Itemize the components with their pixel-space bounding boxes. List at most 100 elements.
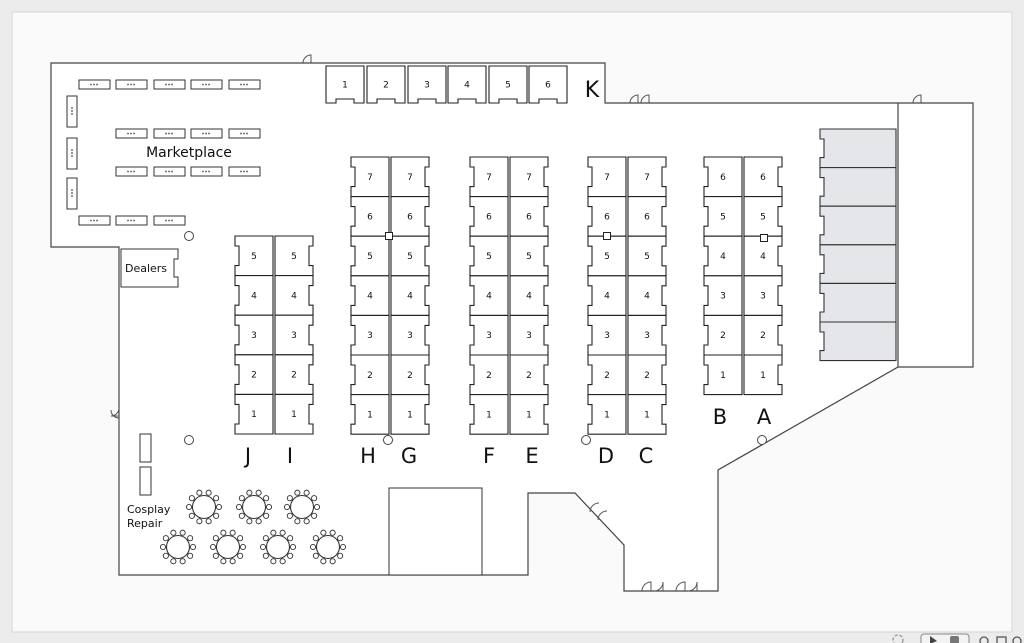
booth-d-5[interactable]: 5 bbox=[587, 235, 627, 277]
booth-g-3[interactable]: 3 bbox=[390, 314, 430, 356]
booth-a-2[interactable]: 2 bbox=[743, 314, 783, 356]
booth-label: 3 bbox=[720, 292, 726, 302]
booth-b-3[interactable]: 3 bbox=[703, 275, 743, 316]
booth-c-7[interactable]: 7 bbox=[627, 156, 667, 198]
zoom-in-icon[interactable] bbox=[979, 636, 989, 643]
booth-i-1[interactable]: 1 bbox=[274, 393, 314, 435]
booth-h-2[interactable]: 2 bbox=[350, 354, 390, 396]
zoom-out-icon[interactable] bbox=[1012, 636, 1022, 643]
booth-k-1[interactable]: 1 bbox=[325, 65, 365, 104]
reserved-booth[interactable] bbox=[819, 205, 897, 246]
booth-e-1[interactable]: 1 bbox=[509, 394, 549, 435]
booth-j-5[interactable]: 5 bbox=[234, 235, 274, 277]
reserved-booth[interactable] bbox=[819, 128, 897, 169]
booth-e-7[interactable]: 7 bbox=[509, 156, 549, 198]
booth-h-1[interactable]: 1 bbox=[350, 394, 390, 435]
booth-a-6[interactable]: 6 bbox=[743, 156, 783, 198]
booth-b-1[interactable]: 1 bbox=[703, 354, 743, 396]
booth-k-6[interactable]: 6 bbox=[528, 65, 568, 104]
booth-e-2[interactable]: 2 bbox=[509, 354, 549, 396]
reserved-booth[interactable] bbox=[819, 321, 897, 362]
booth-label: 5 bbox=[407, 252, 413, 262]
booth-e-5[interactable]: 5 bbox=[509, 235, 549, 277]
booth-g-7[interactable]: 7 bbox=[390, 156, 430, 198]
booth-b-5[interactable]: 5 bbox=[703, 196, 743, 237]
booth-j-4[interactable]: 4 bbox=[234, 275, 274, 316]
dealers-area[interactable]: Dealers bbox=[120, 248, 179, 288]
booth-h-7[interactable]: 7 bbox=[350, 156, 390, 198]
booth-f-3[interactable]: 3 bbox=[469, 314, 509, 356]
booth-f-5[interactable]: 5 bbox=[469, 235, 509, 277]
booth-d-2[interactable]: 2 bbox=[587, 354, 627, 396]
reserved-booth[interactable] bbox=[819, 244, 897, 284]
storage-room bbox=[388, 487, 483, 576]
booth-g-5[interactable]: 5 bbox=[390, 235, 430, 277]
booth-k-2[interactable]: 2 bbox=[366, 65, 406, 104]
booth-j-3[interactable]: 3 bbox=[234, 314, 274, 356]
booth-b-6[interactable]: 6 bbox=[703, 156, 743, 198]
booth-c-3[interactable]: 3 bbox=[627, 314, 667, 356]
power-outlet-icon bbox=[385, 232, 393, 240]
booth-d-7[interactable]: 7 bbox=[587, 156, 627, 198]
booth-e-6[interactable]: 6 bbox=[509, 196, 549, 237]
booth-a-1[interactable]: 1 bbox=[743, 354, 783, 396]
row-letter-a: A bbox=[757, 405, 772, 429]
booth-c-6[interactable]: 6 bbox=[627, 196, 667, 237]
booth-k-5[interactable]: 5 bbox=[488, 65, 528, 104]
cosplay-repair-area[interactable]: Cosplay Repair bbox=[127, 433, 171, 530]
booth-j-2[interactable]: 2 bbox=[234, 354, 274, 395]
booth-label: 3 bbox=[486, 331, 492, 341]
round-table-icon bbox=[259, 529, 297, 565]
booth-i-3[interactable]: 3 bbox=[274, 314, 314, 356]
hand-icon[interactable] bbox=[950, 636, 959, 643]
booth-label: 5 bbox=[720, 212, 726, 222]
booth-a-5[interactable]: 5 bbox=[743, 196, 783, 237]
booth-i-5[interactable]: 5 bbox=[274, 235, 314, 277]
row-letter-g: G bbox=[401, 444, 417, 468]
booth-k-3[interactable]: 3 bbox=[407, 65, 447, 104]
fit-screen-icon[interactable] bbox=[996, 636, 1007, 643]
booth-h-3[interactable]: 3 bbox=[350, 314, 390, 356]
booth-d-3[interactable]: 3 bbox=[587, 314, 627, 356]
booth-j-1[interactable]: 1 bbox=[234, 393, 274, 435]
booth-h-4[interactable]: 4 bbox=[350, 275, 390, 316]
booth-g-2[interactable]: 2 bbox=[390, 354, 430, 396]
booth-label: 6 bbox=[644, 212, 650, 222]
reserved-booth[interactable] bbox=[819, 167, 897, 207]
booth-c-1[interactable]: 1 bbox=[627, 394, 667, 435]
booth-c-2[interactable]: 2 bbox=[627, 354, 667, 396]
booth-h-6[interactable]: 6 bbox=[350, 196, 390, 237]
booth-i-2[interactable]: 2 bbox=[274, 354, 314, 395]
booth-f-6[interactable]: 6 bbox=[469, 196, 509, 237]
pointer-icon[interactable] bbox=[930, 636, 937, 643]
booth-h-5[interactable]: 5 bbox=[350, 235, 390, 277]
booth-e-4[interactable]: 4 bbox=[509, 275, 549, 316]
booth-c-4[interactable]: 4 bbox=[627, 275, 667, 316]
booth-f-2[interactable]: 2 bbox=[469, 354, 509, 396]
booth-g-6[interactable]: 6 bbox=[390, 196, 430, 237]
booth-f-4[interactable]: 4 bbox=[469, 275, 509, 316]
booth-a-4[interactable]: 4 bbox=[743, 235, 783, 277]
booth-b-4[interactable]: 4 bbox=[703, 235, 743, 277]
booth-label: 5 bbox=[367, 252, 373, 262]
booth-k-4[interactable]: 4 bbox=[447, 65, 487, 104]
reserved-booth[interactable] bbox=[819, 282, 897, 323]
booth-d-4[interactable]: 4 bbox=[587, 275, 627, 316]
booth-e-3[interactable]: 3 bbox=[509, 314, 549, 356]
booth-f-7[interactable]: 7 bbox=[469, 156, 509, 198]
booth-b-2[interactable]: 2 bbox=[703, 314, 743, 356]
booth-label: 4 bbox=[407, 292, 413, 302]
booth-label: 7 bbox=[644, 173, 650, 183]
booth-f-1[interactable]: 1 bbox=[469, 394, 509, 435]
booth-d-1[interactable]: 1 bbox=[587, 394, 627, 435]
booth-a-3[interactable]: 3 bbox=[743, 275, 783, 316]
booth-label: 2 bbox=[383, 81, 389, 91]
booth-g-4[interactable]: 4 bbox=[390, 275, 430, 316]
booth-c-5[interactable]: 5 bbox=[627, 235, 667, 277]
booth-g-1[interactable]: 1 bbox=[390, 394, 430, 435]
booth-d-6[interactable]: 6 bbox=[587, 196, 627, 237]
booth-i-4[interactable]: 4 bbox=[274, 275, 314, 316]
